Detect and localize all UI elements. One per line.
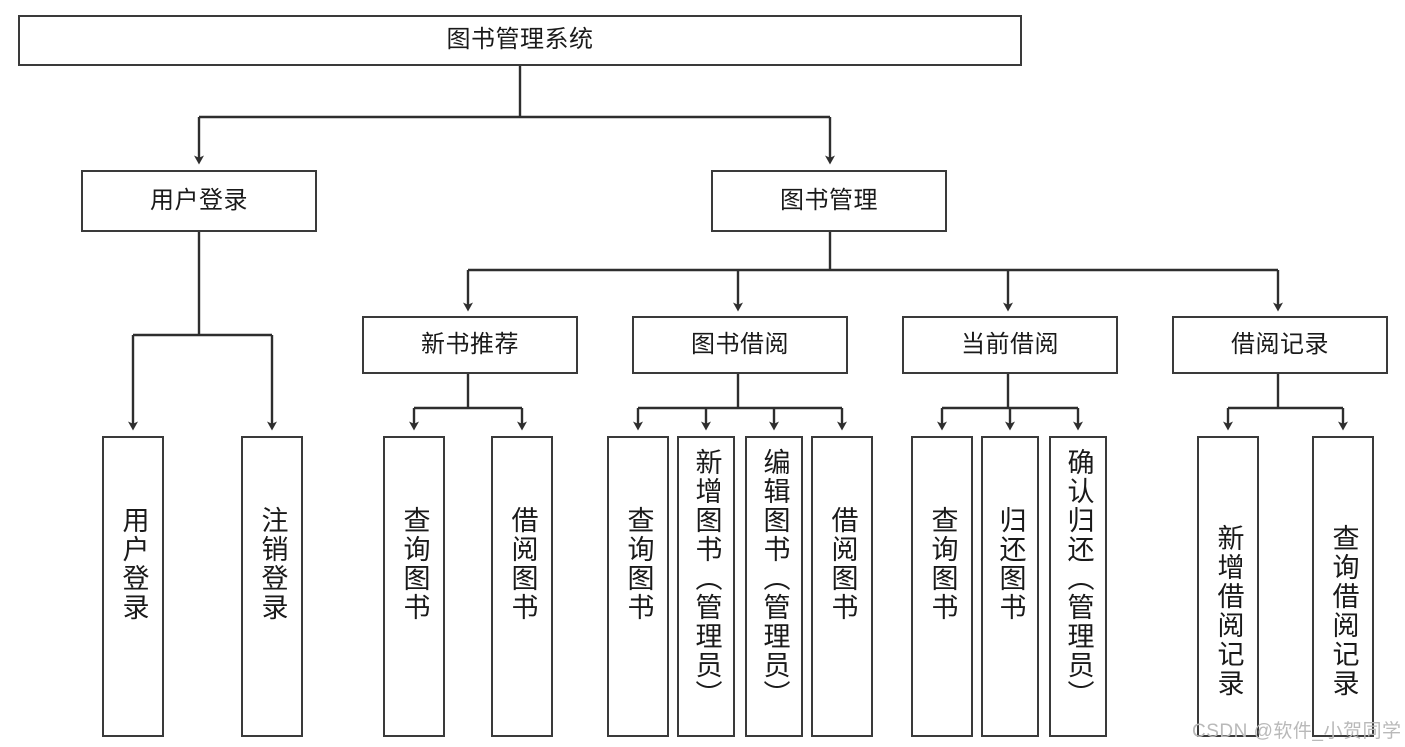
node-leaf-edit-book[interactable]: 编辑图书（管理员） [745,436,803,737]
node-leaf-borrow-book-2[interactable]: 借阅图书 [811,436,873,737]
node-leaf-confirm-return[interactable]: 确认归还（管理员） [1049,436,1107,737]
node-leaf-query-book-3[interactable]: 查询图书 [911,436,973,737]
node-book-management[interactable]: 图书管理 [711,170,947,232]
node-leaf-return-book-label: 归还图书 [995,506,1026,622]
node-leaf-query-book-3-label: 查询图书 [927,506,958,622]
node-leaf-query-record-label: 查询借阅记录 [1328,524,1359,698]
node-borrow-record-label: 借阅记录 [1231,330,1329,358]
node-leaf-add-book[interactable]: 新增图书（管理员） [677,436,735,737]
node-leaf-add-book-label: 新增图书（管理员） [691,448,722,709]
node-book-borrow-label: 图书借阅 [691,330,789,358]
node-leaf-user-login[interactable]: 用户登录 [102,436,164,737]
node-leaf-add-record-label: 新增借阅记录 [1213,524,1244,698]
node-root-label: 图书管理系统 [446,26,594,54]
csdn-watermark: CSDN @软件_小贺同学 [1192,721,1402,742]
node-borrow-record[interactable]: 借阅记录 [1172,316,1388,374]
node-current-borrow[interactable]: 当前借阅 [902,316,1118,374]
node-leaf-borrow-book-1-label: 借阅图书 [507,506,538,622]
node-current-borrow-label: 当前借阅 [961,330,1059,358]
node-leaf-user-logout-label: 注销登录 [257,506,288,622]
node-root[interactable]: 图书管理系统 [18,15,1022,66]
node-new-book-recommend-label: 新书推荐 [421,330,519,358]
node-book-management-label: 图书管理 [780,186,878,214]
node-leaf-query-book-1[interactable]: 查询图书 [383,436,445,737]
node-leaf-query-book-1-label: 查询图书 [399,506,430,622]
node-user-login-label: 用户登录 [150,186,248,214]
node-leaf-confirm-return-label: 确认归还（管理员） [1063,448,1094,709]
node-book-borrow[interactable]: 图书借阅 [632,316,848,374]
node-leaf-return-book[interactable]: 归还图书 [981,436,1039,737]
node-leaf-user-login-label: 用户登录 [118,506,149,622]
node-new-book-recommend[interactable]: 新书推荐 [362,316,578,374]
node-leaf-borrow-book-1[interactable]: 借阅图书 [491,436,553,737]
node-leaf-edit-book-label: 编辑图书（管理员） [759,448,790,709]
node-leaf-add-record[interactable]: 新增借阅记录 [1197,436,1259,737]
node-leaf-user-logout[interactable]: 注销登录 [241,436,303,737]
node-leaf-query-book-2-label: 查询图书 [623,506,654,622]
node-leaf-query-record[interactable]: 查询借阅记录 [1312,436,1374,737]
node-user-login[interactable]: 用户登录 [81,170,317,232]
node-leaf-query-book-2[interactable]: 查询图书 [607,436,669,737]
node-leaf-borrow-book-2-label: 借阅图书 [827,506,858,622]
